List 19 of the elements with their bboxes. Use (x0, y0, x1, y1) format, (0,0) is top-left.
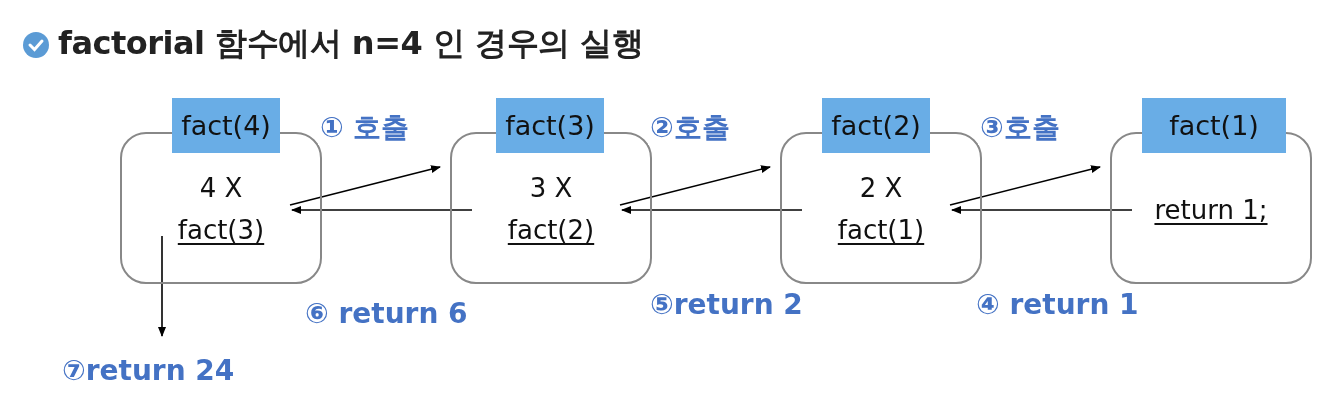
function-label: fact(4) (172, 98, 280, 153)
arrow (619, 165, 771, 206)
function-label: fact(2) (822, 98, 930, 153)
function-label: fact(1) (1142, 98, 1286, 153)
multiply-text: 4 X (198, 172, 244, 204)
arrow (949, 165, 1101, 206)
code-text: fact(1) (836, 214, 926, 246)
arrow (289, 165, 441, 206)
arrow (951, 206, 1133, 214)
function-label: fact(3) (496, 98, 604, 153)
code-text: return 1; (1153, 194, 1269, 226)
arrow (621, 206, 803, 214)
multiply-text: 2 X (858, 172, 904, 204)
arrow (291, 206, 473, 214)
code-text: fact(2) (506, 214, 596, 246)
multiply-text: 3 X (528, 172, 574, 204)
code-text: fact(3) (176, 214, 266, 246)
title: factorial 함수에서 n=4 인 경우의 실행 (58, 23, 644, 64)
arrow (158, 235, 166, 337)
